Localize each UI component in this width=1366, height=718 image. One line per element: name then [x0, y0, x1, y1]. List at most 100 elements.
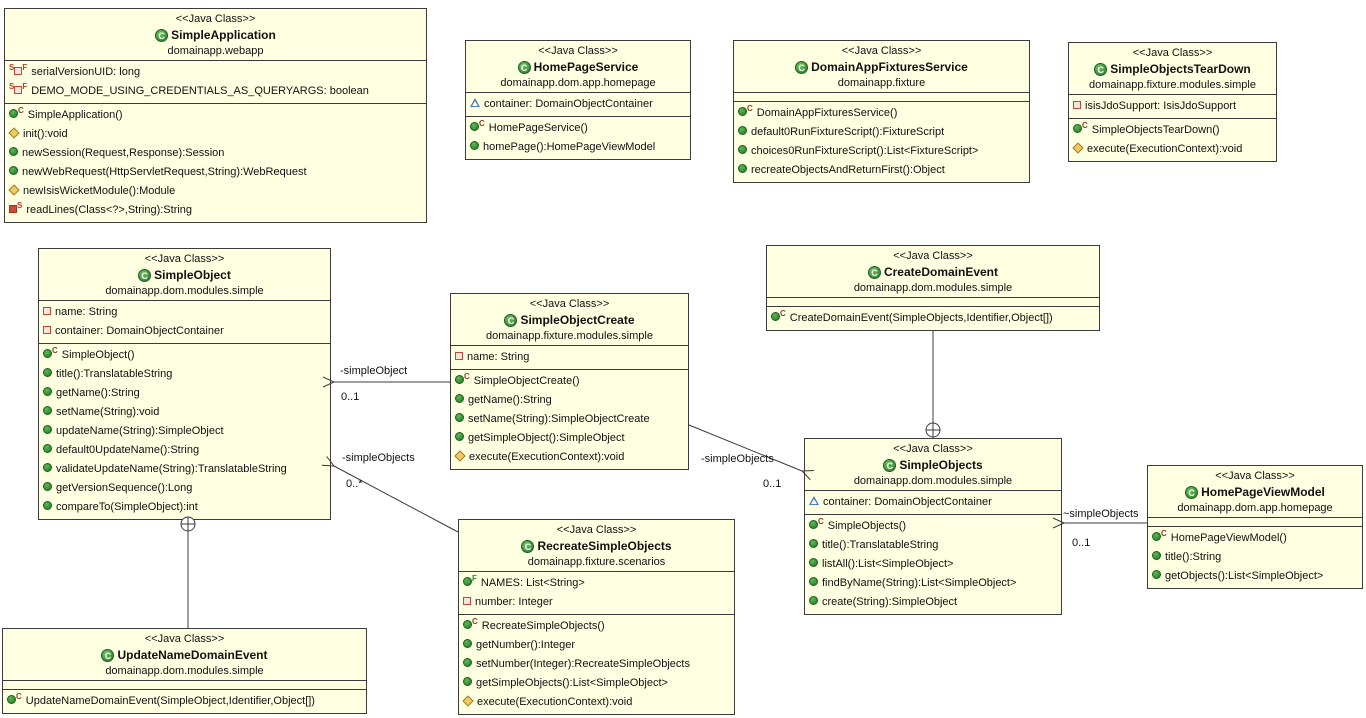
field-signature: container: DomainObjectContainer: [484, 98, 653, 110]
public-method-icon: [809, 539, 818, 552]
method-row[interactable]: recreateObjectsAndReturnFirst():Object: [734, 161, 1029, 180]
method-row[interactable]: setNumber(Integer):RecreateSimpleObjects: [459, 655, 734, 674]
method-signature: newSession(Request,Response):Session: [22, 147, 225, 159]
class-package: domainapp.dom.modules.simple: [105, 285, 264, 297]
field-row[interactable]: container: DomainObjectContainer: [39, 322, 330, 341]
field-signature: number: Integer: [475, 596, 553, 608]
class-stereotype: <<Java Class>>: [893, 250, 973, 262]
method-row[interactable]: getName():String: [451, 391, 688, 410]
method-row[interactable]: getSimpleObject():SimpleObject: [451, 429, 688, 448]
fields-compartment: name: String container: DomainObjectConta…: [39, 301, 330, 344]
method-signature: newWebRequest(HttpServletRequest,String)…: [22, 166, 307, 178]
class-name: SimpleObjectsTearDown: [1110, 62, 1251, 76]
association-multiplicity-label: 0..1: [341, 391, 359, 403]
method-row[interactable]: findByName(String):List<SimpleObject>: [805, 574, 1061, 593]
method-row[interactable]: init():void: [5, 125, 426, 144]
method-row[interactable]: default0UpdateName():String: [39, 441, 330, 460]
method-row[interactable]: title():TranslatableString: [805, 536, 1061, 555]
method-row[interactable]: newSession(Request,Response):Session: [5, 144, 426, 163]
field-row[interactable]: number: Integer: [459, 593, 734, 612]
class-stereotype: <<Java Class>>: [529, 298, 610, 310]
method-row[interactable]: title():TranslatableString: [39, 365, 330, 384]
method-row[interactable]: getVersionSequence():Long: [39, 479, 330, 498]
method-signature: DomainAppFixturesService(): [756, 107, 898, 119]
field-row[interactable]: name: String: [451, 348, 688, 367]
method-row[interactable]: setName(String):void: [39, 403, 330, 422]
public-method-icon: [809, 558, 818, 571]
method-row[interactable]: execute(ExecutionContext):void: [1069, 140, 1276, 159]
method-row[interactable]: getSimpleObjects():List<SimpleObject>: [459, 674, 734, 693]
field-row[interactable]: name: String: [39, 303, 330, 322]
field-row[interactable]: container: DomainObjectContainer: [466, 95, 690, 114]
method-row[interactable]: create(String):SimpleObject: [805, 593, 1061, 612]
association-role-label: -simpleObjects: [701, 453, 774, 465]
method-row[interactable]: getName():String: [39, 384, 330, 403]
field-row[interactable]: container: DomainObjectContainer: [805, 493, 1061, 512]
method-row[interactable]: getNumber():Integer: [459, 636, 734, 655]
class-package: domainapp.fixture.scenarios: [527, 556, 666, 568]
association-simpleobjectcreate-to-simpleobjects[interactable]: [688, 424, 802, 471]
association-recreatesimpleobjects-to-simpleobject[interactable]: [334, 466, 459, 533]
method-row[interactable]: setName(String):SimpleObjectCreate: [451, 410, 688, 429]
method-row[interactable]: homePage():HomePageViewModel: [466, 138, 690, 157]
method-signature: SimpleObjects(): [827, 520, 907, 532]
method-row[interactable]: newIsisWicketModule():Module: [5, 182, 426, 201]
method-row[interactable]: updateName(String):SimpleObject: [39, 422, 330, 441]
method-row[interactable]: listAll():List<SimpleObject>: [805, 555, 1061, 574]
method-signature: listAll():List<SimpleObject>: [822, 558, 954, 570]
class-icon: C: [1094, 62, 1108, 76]
protected-method-icon: [454, 449, 466, 464]
method-signature: create(String):SimpleObject: [822, 596, 958, 608]
method-row[interactable]: compareTo(SimpleObject):int: [39, 498, 330, 517]
method-row[interactable]: validateUpdateName(String):TranslatableS…: [39, 460, 330, 479]
method-row[interactable]: choices0RunFixtureScript():List<FixtureS…: [734, 142, 1029, 161]
method-row[interactable]: default0RunFixtureScript():FixtureScript: [734, 123, 1029, 142]
field-row[interactable]: isisJdoSupport: IsisJdoSupport: [1069, 97, 1276, 116]
field-signature: name: String: [55, 306, 118, 318]
method-row[interactable]: execute(ExecutionContext):void: [451, 448, 688, 467]
class-name: SimpleObjectCreate: [520, 313, 635, 327]
method-row[interactable]: execute(ExecutionContext):void: [459, 693, 734, 712]
nested-class-anchor-cross: [926, 423, 940, 437]
method-row[interactable]: newWebRequest(HttpServletRequest,String)…: [5, 163, 426, 182]
private-field-icon: [43, 325, 51, 338]
method-row[interactable]: title():String: [1148, 548, 1362, 567]
method-row[interactable]: getObjects():List<SimpleObject>: [1148, 567, 1362, 586]
